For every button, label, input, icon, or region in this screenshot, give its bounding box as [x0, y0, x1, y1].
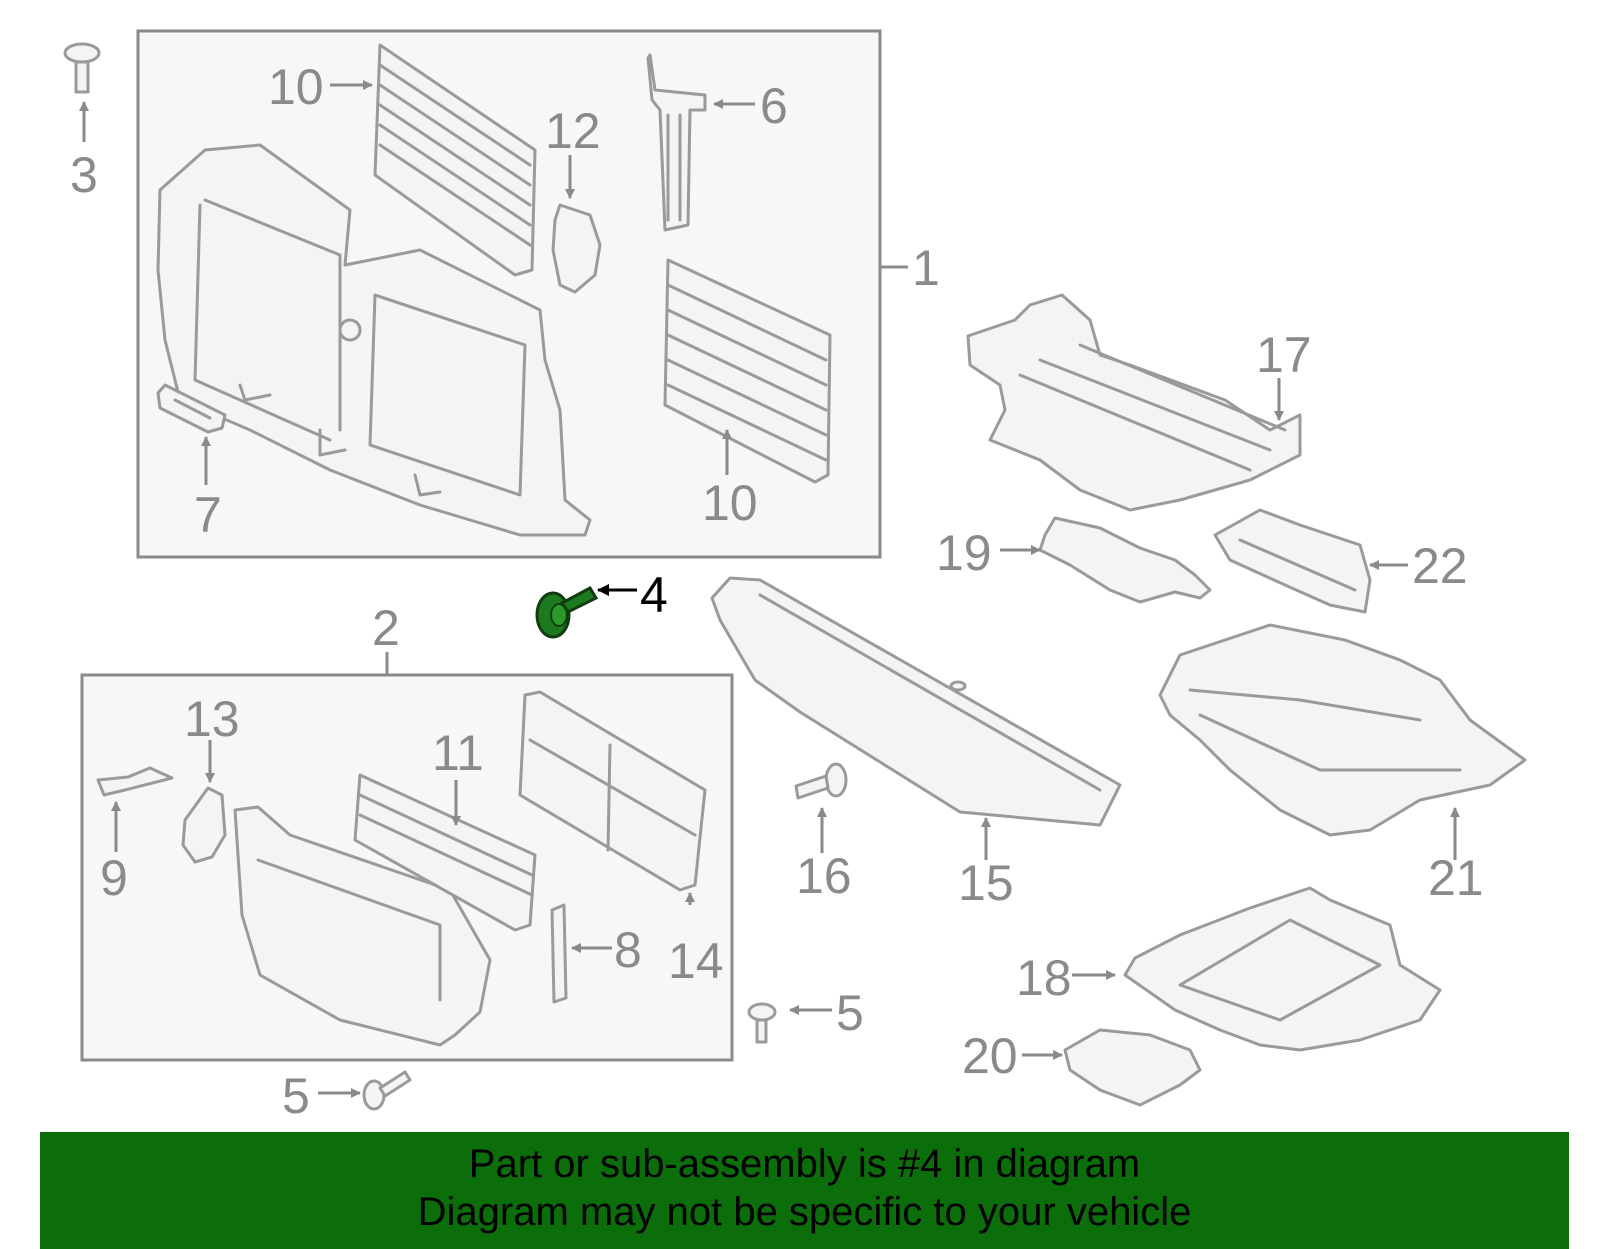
callout-5-lower[interactable]: 5 [282, 1068, 310, 1124]
part-18-shield[interactable] [1123, 886, 1442, 1052]
callout-8[interactable]: 8 [614, 922, 642, 978]
banner-line-disclaimer: Diagram may not be specific to your vehi… [417, 1190, 1192, 1234]
part-3-push-pin[interactable] [63, 42, 101, 94]
part-22-deflector[interactable] [1213, 508, 1372, 614]
part-13-seal[interactable] [181, 786, 227, 864]
callout-14[interactable]: 14 [668, 933, 724, 989]
callout-16[interactable]: 16 [796, 848, 852, 904]
callout-2[interactable]: 2 [372, 600, 400, 656]
callout-15[interactable]: 15 [958, 855, 1014, 911]
part-10-lower-shutter[interactable] [663, 258, 832, 484]
callout-12[interactable]: 12 [545, 103, 601, 159]
part-19-deflector[interactable] [1038, 516, 1212, 604]
part-12-seal[interactable] [551, 203, 602, 294]
callout-3[interactable]: 3 [70, 147, 98, 203]
part-17-splash-shield[interactable] [966, 293, 1302, 512]
part-4-bolt[interactable] [535, 586, 599, 639]
part-21-underbody-shield[interactable] [1158, 623, 1527, 837]
callout-10-lower[interactable]: 10 [702, 475, 758, 531]
callout-17[interactable]: 17 [1256, 327, 1312, 383]
banner-line-part: Part or sub-assembly is #4 in diagram [468, 1142, 1141, 1186]
callout-13[interactable]: 13 [184, 691, 240, 747]
part-14-panel[interactable] [518, 690, 707, 892]
part-10-upper-shutter[interactable] [373, 43, 537, 277]
callout-1[interactable]: 1 [912, 240, 940, 296]
callout-20[interactable]: 20 [962, 1028, 1018, 1084]
part-5-bolt-right[interactable] [747, 1002, 777, 1044]
part-9-bracket[interactable] [96, 766, 174, 797]
callout-5-right[interactable]: 5 [836, 985, 864, 1041]
callout-21[interactable]: 21 [1428, 850, 1484, 906]
callout-19[interactable]: 19 [936, 525, 992, 581]
part-8-clip[interactable] [550, 903, 568, 1004]
callout-11[interactable]: 11 [432, 725, 484, 781]
info-banner: Part or sub-assembly is #4 in diagram Di… [40, 1132, 1569, 1249]
part-2-air-guide[interactable] [233, 805, 492, 1047]
part-7-clip[interactable] [156, 383, 227, 434]
callout-10-upper[interactable]: 10 [268, 59, 324, 115]
callout-7[interactable]: 7 [194, 487, 222, 543]
callout-18[interactable]: 18 [1016, 950, 1072, 1006]
part-20-bracket[interactable] [1063, 1028, 1202, 1107]
callout-4[interactable]: 4 [640, 567, 668, 623]
part-16-push-pin[interactable] [794, 762, 848, 800]
callout-22[interactable]: 22 [1412, 538, 1468, 594]
callout-9[interactable]: 9 [100, 850, 128, 906]
part-6-bracket[interactable] [646, 53, 707, 232]
part-15-lower-shield[interactable] [710, 576, 1122, 827]
part-11-shutter[interactable] [353, 773, 537, 932]
callout-6[interactable]: 6 [760, 78, 788, 134]
part-5-bolt-lower[interactable] [362, 1070, 412, 1111]
